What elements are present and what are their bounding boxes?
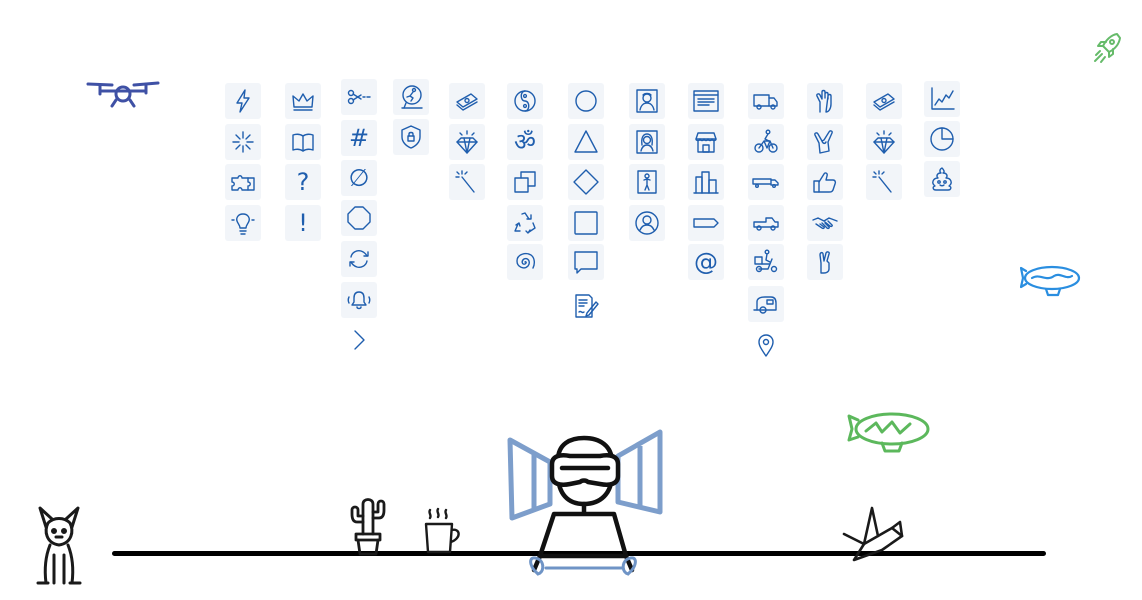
map-pin-icon[interactable] [748,327,784,363]
empty-set-glyph: ∅ [348,164,370,192]
rocket-icon [1092,32,1122,70]
contract-signing-icon[interactable] [568,288,604,324]
money-stack-icon[interactable] [449,83,485,119]
diamond-shape-icon[interactable] [568,164,604,200]
magic-wand-icon[interactable] [866,164,902,200]
empty-set-icon[interactable]: ∅ [341,160,377,196]
delivery-truck-icon[interactable] [748,83,784,119]
portrait-woman-icon[interactable] [629,124,665,160]
browser-window-icon[interactable] [688,83,724,119]
sparkle-burst-icon[interactable] [225,124,261,160]
spiral-icon[interactable] [507,244,543,280]
ground-line [112,551,1046,556]
puzzle-icon[interactable] [225,164,261,200]
hashtag-glyph: # [348,124,370,152]
vr-headset-person-icon [500,424,670,588]
handshake-icon[interactable] [807,205,843,241]
hamster-wheel-icon[interactable] [393,79,429,115]
om-symbol-icon[interactable]: ॐ [507,124,543,160]
refresh-icon[interactable] [341,241,377,277]
drone-icon [86,76,160,114]
bell-ringing-icon[interactable] [341,282,377,318]
square-shape-icon[interactable] [568,205,604,241]
portrait-full-body-icon[interactable] [629,164,665,200]
exclamation-mark-icon[interactable]: ! [285,205,321,241]
question-glyph: ? [296,168,310,196]
question-mark-icon[interactable]: ? [285,164,321,200]
at-glyph: @ [694,248,718,276]
magic-wand-icon[interactable] [449,164,485,200]
rock-on-hand-icon[interactable] [807,124,843,160]
lightbulb-icon[interactable] [225,205,261,241]
recycle-icon[interactable] [507,205,543,241]
pie-chart-icon[interactable] [924,121,960,157]
thumbs-up-icon[interactable] [807,164,843,200]
pickup-truck-icon[interactable] [748,205,784,241]
poop-emoji-icon[interactable] [924,161,960,197]
at-sign-icon[interactable]: @ [688,244,724,280]
om-glyph: ॐ [514,128,536,156]
duplicate-squares-icon[interactable] [507,164,543,200]
blimp-green-icon [846,410,932,458]
chevron-right-icon[interactable] [341,322,377,358]
portrait-man-icon[interactable] [629,83,665,119]
coffee-cup-icon [422,506,464,560]
scooter-delivery-icon[interactable] [748,244,784,280]
speech-square-icon[interactable] [568,244,604,280]
open-book-icon[interactable] [285,124,321,160]
user-circle-icon[interactable] [629,205,665,241]
hashtag-icon[interactable]: # [341,120,377,156]
city-buildings-icon[interactable] [688,164,724,200]
crown-icon[interactable] [285,83,321,119]
lightning-icon[interactable] [225,83,261,119]
cactus-icon [346,494,392,560]
stop-octagon-icon[interactable] [341,200,377,236]
camper-trailer-icon[interactable] [748,286,784,322]
storefront-icon[interactable] [688,124,724,160]
dog-icon [34,505,86,591]
long-trailer-truck-icon[interactable] [748,164,784,200]
scissors-cut-icon[interactable] [341,79,377,115]
bicycle-rider-icon[interactable] [748,124,784,160]
origami-bird-icon [842,506,906,568]
money-stack-icon[interactable] [866,83,902,119]
blimp-blue-icon [1019,263,1084,303]
line-chart-icon[interactable] [924,81,960,117]
hand-pinch-icon[interactable] [807,83,843,119]
exclamation-glyph: ! [298,209,308,237]
triangle-shape-icon[interactable] [568,124,604,160]
fingers-crossed-icon[interactable] [807,244,843,280]
yin-yang-icon[interactable] [507,83,543,119]
diamond-sparkle-icon[interactable] [866,124,902,160]
tag-shape-icon[interactable] [688,205,724,241]
diamond-sparkle-icon[interactable] [449,124,485,160]
security-shield-lock-icon[interactable] [393,119,429,155]
circle-shape-icon[interactable] [568,83,604,119]
